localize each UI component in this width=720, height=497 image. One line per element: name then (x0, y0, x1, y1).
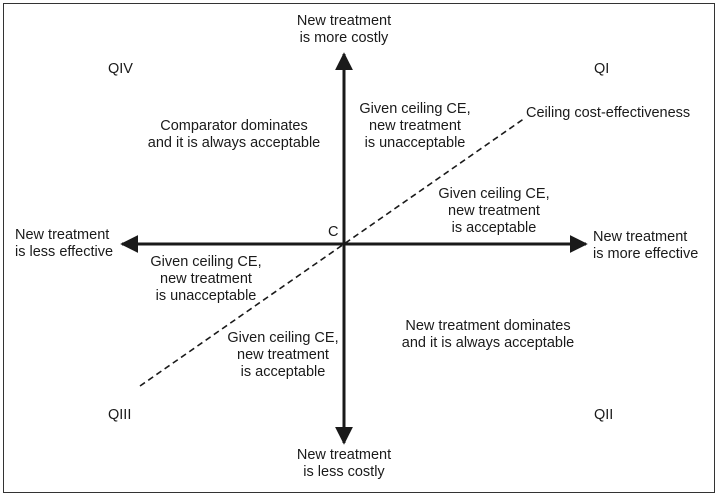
quadrant-label-q2: QII (594, 407, 614, 423)
quadrant-label-q1: QI (594, 61, 610, 77)
ceiling-line-label: Ceiling cost-effectiveness (526, 105, 691, 121)
quadrant-label-q4: QIV (108, 61, 133, 77)
quadrant-label-q3: QIII (108, 407, 132, 423)
ceiling-ce-line (139, 117, 526, 387)
origin-label: C (328, 224, 339, 240)
